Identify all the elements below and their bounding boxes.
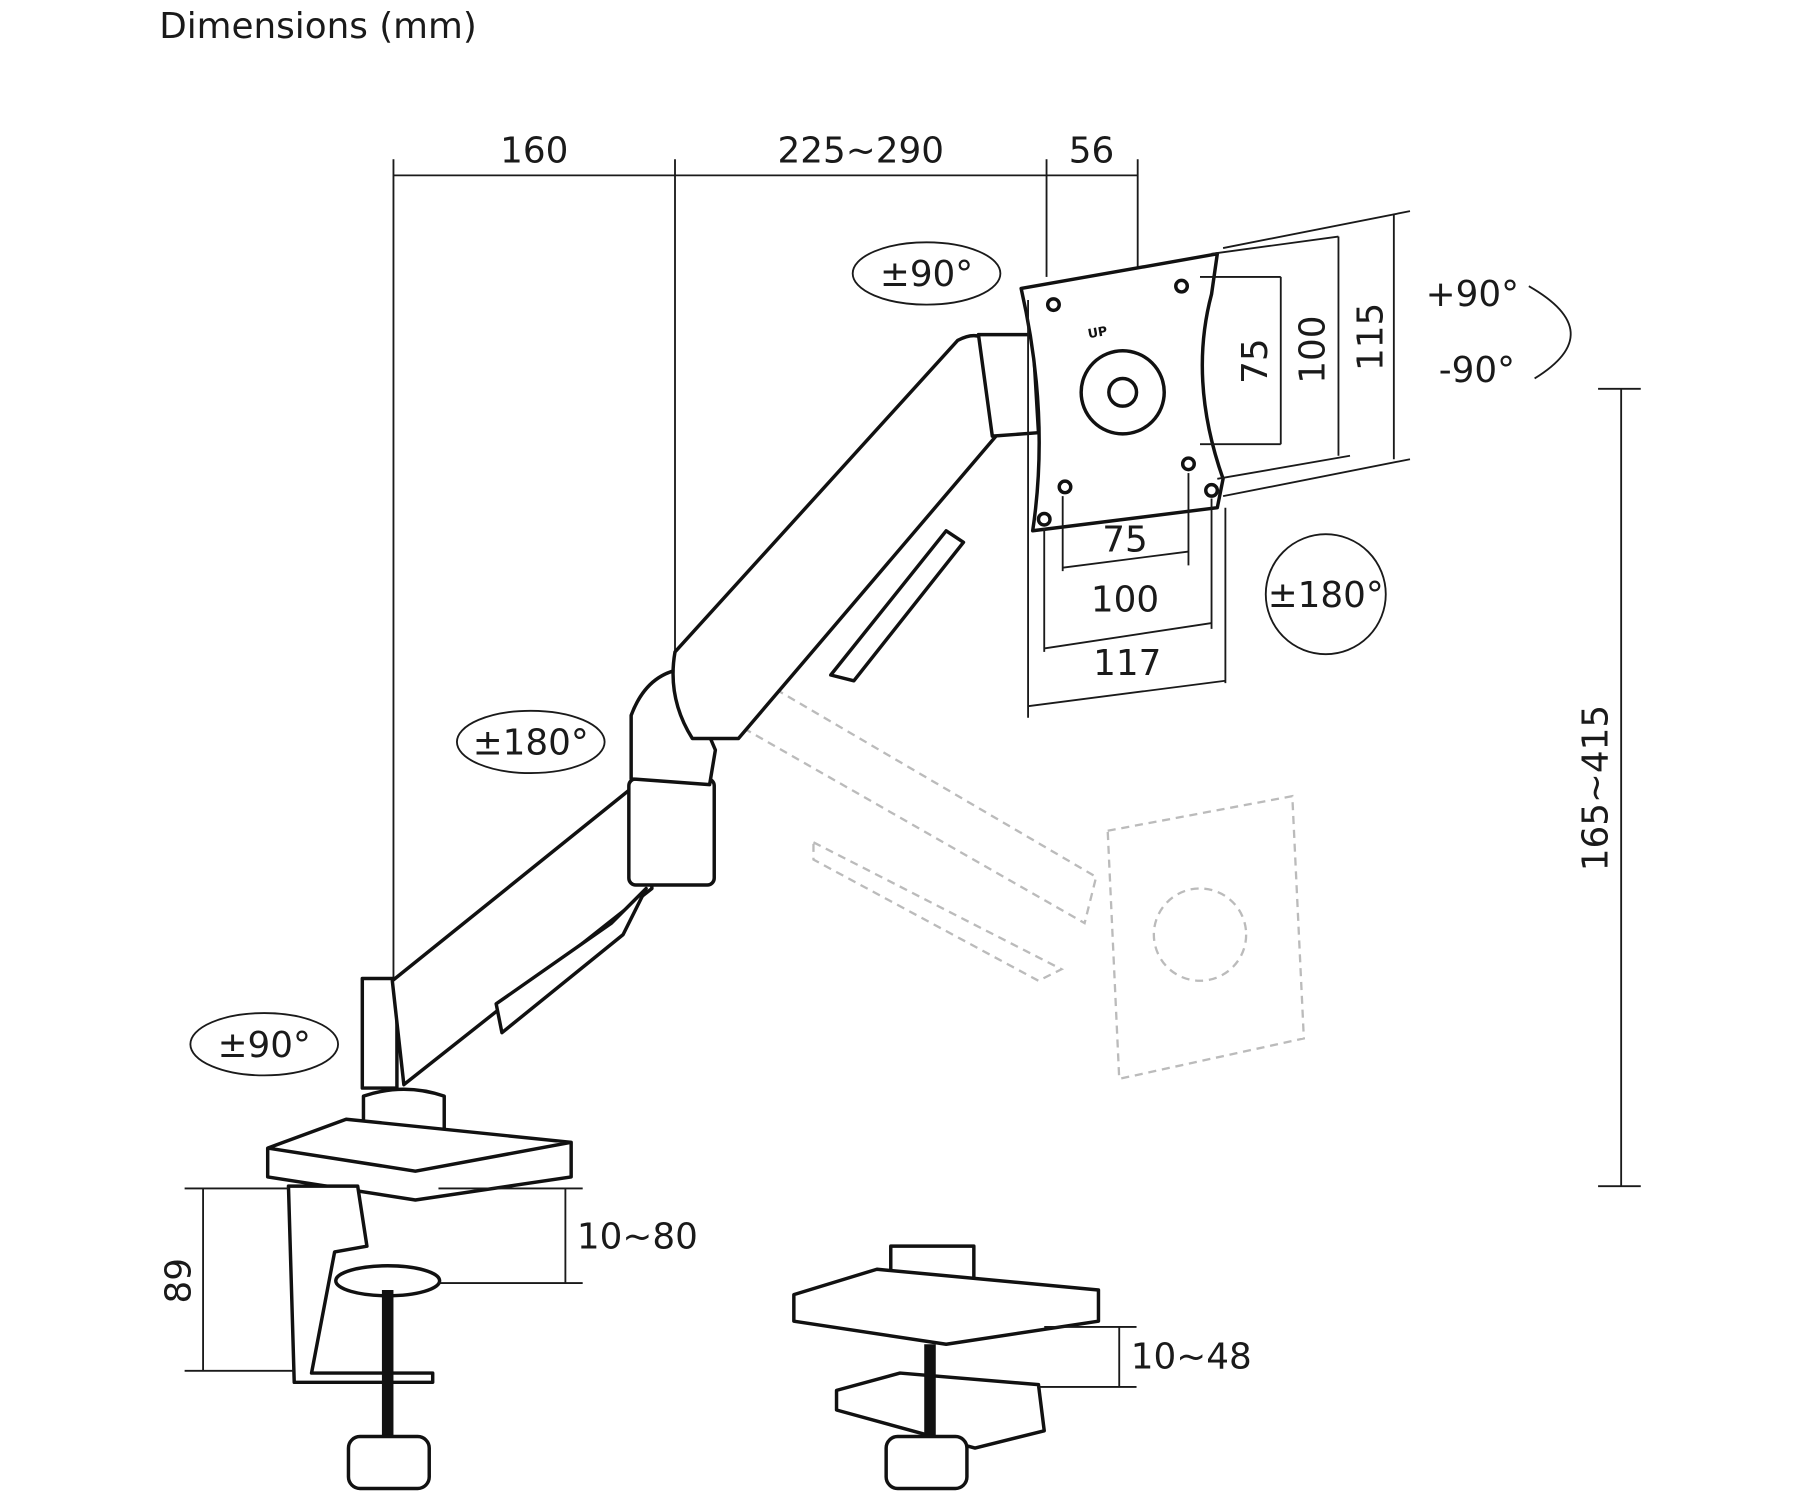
- ghost-arm-position: [679, 638, 1306, 1081]
- monitor-arm: [360, 332, 1041, 1145]
- dim-clamp-range: 10~80: [577, 1216, 698, 1257]
- grommet-dimension-lines: [1038, 1326, 1137, 1388]
- svg-text:±90°: ±90°: [880, 254, 973, 295]
- rotation-head-swivel: ±90°: [851, 241, 1002, 306]
- dim-v-75: 75: [1235, 338, 1276, 384]
- clamp-dimension-lines: [184, 1187, 583, 1372]
- dim-v-100: 100: [1293, 315, 1334, 383]
- svg-text:+90°: +90°: [1426, 274, 1519, 315]
- diagram-title: Dimensions (mm): [159, 6, 477, 47]
- svg-text:UP: UP: [1087, 323, 1109, 341]
- clamp-base: [265, 1117, 573, 1491]
- rotation-elbow: ±180°: [455, 709, 606, 774]
- vesa-vertical-dimensions: [1200, 210, 1411, 498]
- dim-h-100: 100: [1091, 580, 1159, 621]
- dim-v-115: 115: [1350, 303, 1391, 371]
- svg-text:-90°: -90°: [1439, 350, 1515, 391]
- dim-clamp-height: 89: [158, 1258, 199, 1304]
- rotation-180: ±180°: [1264, 533, 1387, 656]
- svg-text:±90°: ±90°: [218, 1025, 311, 1066]
- dim-grommet-range: 10~48: [1131, 1336, 1252, 1377]
- dim-56: 56: [1069, 131, 1115, 172]
- svg-text:±180°: ±180°: [473, 723, 589, 764]
- height-dimension: [1598, 387, 1641, 1188]
- dim-160: 160: [500, 131, 568, 172]
- top-dimension-lines: [392, 159, 1139, 987]
- dim-height: 165~415: [1575, 705, 1616, 871]
- svg-text:±180°: ±180°: [1268, 575, 1384, 616]
- grommet-base: [792, 1244, 1101, 1491]
- dim-h-117: 117: [1093, 643, 1161, 684]
- vesa-horizontal-dimensions: [1027, 300, 1227, 718]
- dim-reach: 225~290: [778, 131, 944, 172]
- dim-h-75: 75: [1102, 520, 1148, 561]
- rotation-base: ±90°: [189, 1012, 339, 1077]
- vesa-plate: UP: [1019, 252, 1225, 533]
- tilt-arrow: +90° -90°: [1426, 274, 1572, 391]
